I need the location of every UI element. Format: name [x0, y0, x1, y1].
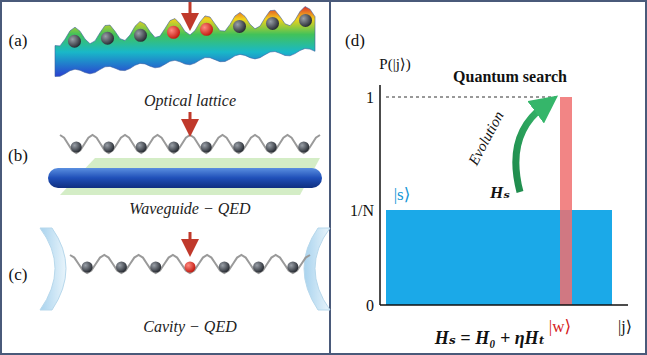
atom	[266, 17, 279, 30]
atom	[134, 29, 147, 42]
lattice-surface	[55, 7, 315, 77]
text-label: |j⟩	[618, 318, 632, 336]
panel-label: (b)	[8, 147, 28, 166]
text-label: |w⟩	[549, 318, 571, 337]
text-label: 0	[366, 297, 374, 315]
atom	[266, 142, 277, 153]
panel-label: (a)	[9, 32, 28, 51]
marked-atom	[200, 23, 213, 36]
panel-label: (c)	[9, 266, 28, 285]
atom	[233, 20, 246, 33]
text-label: Hₛ	[490, 184, 510, 203]
atom	[68, 35, 81, 48]
atom	[101, 32, 114, 45]
atom	[168, 142, 179, 153]
text-label: |s⟩	[394, 186, 411, 205]
atom	[233, 142, 244, 153]
panel-label: (d)	[345, 32, 365, 51]
atom	[287, 262, 298, 273]
atom	[116, 262, 127, 273]
atom	[136, 142, 147, 153]
text-label: 1/N	[350, 202, 374, 220]
marked-atom	[167, 26, 180, 39]
text-label: Quantum search	[453, 68, 567, 86]
atom	[150, 262, 161, 273]
potential-well	[60, 135, 320, 153]
atom	[201, 142, 212, 153]
atom	[298, 142, 309, 153]
atom	[253, 262, 264, 273]
text-label: P(|j⟩)	[379, 56, 410, 73]
text-label: Waveguide − QED	[129, 200, 250, 218]
text-label: Cavity − QED	[143, 318, 236, 336]
atom	[103, 142, 114, 153]
atom	[219, 262, 230, 273]
text-label: 1	[366, 89, 374, 107]
text-label: Evolution	[465, 109, 507, 168]
potential-well	[70, 255, 310, 273]
text-label: Hₛ = H₀ + ηHₜ	[435, 329, 545, 349]
atom	[299, 14, 312, 27]
marked-atom	[185, 262, 196, 273]
atom	[71, 142, 82, 153]
text-label: Optical lattice	[144, 92, 236, 110]
atom	[82, 262, 93, 273]
